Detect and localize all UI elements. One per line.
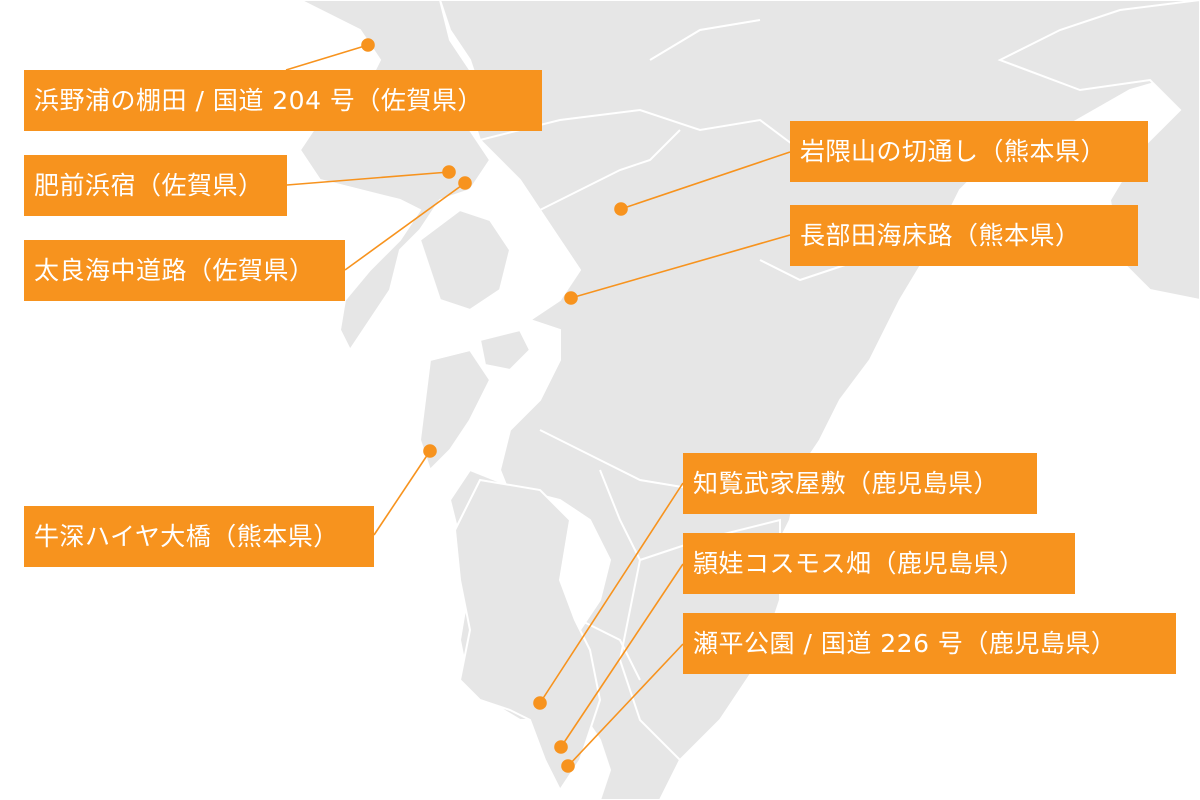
location-label-tara[interactable]: 太良海中道路（佐賀県）: [24, 240, 345, 301]
land-shimabara: [418, 208, 512, 312]
location-marker[interactable]: [554, 740, 568, 754]
location-label-chiran[interactable]: 知覧武家屋敷（鹿児島県）: [683, 453, 1037, 514]
leader-line: [539, 482, 684, 704]
location-marker[interactable]: [423, 444, 437, 458]
location-label-hamanoura[interactable]: 浜野浦の棚田 / 国道 204 号（佐賀県）: [24, 70, 542, 131]
location-label-iwakumayama[interactable]: 岩隈山の切通し（熊本県）: [790, 121, 1148, 182]
leader-line: [373, 450, 431, 536]
location-marker[interactable]: [614, 202, 628, 216]
location-label-sebira[interactable]: 瀬平公園 / 国道 226 号（鹿児島県）: [683, 613, 1176, 674]
location-label-ei[interactable]: 頴娃コスモス畑（鹿児島県）: [683, 533, 1075, 594]
location-marker[interactable]: [458, 176, 472, 190]
leader-line: [620, 151, 791, 210]
location-label-nagabeta[interactable]: 長部田海床路（熊本県）: [790, 205, 1138, 266]
location-marker[interactable]: [561, 759, 575, 773]
land-satsuma: [453, 478, 602, 792]
leader-lines: [285, 38, 791, 773]
location-marker[interactable]: [442, 165, 456, 179]
location-marker[interactable]: [361, 38, 375, 52]
land-amakusa-north: [478, 328, 532, 372]
location-marker[interactable]: [533, 696, 547, 710]
location-marker[interactable]: [564, 291, 578, 305]
location-label-ushibuka[interactable]: 牛深ハイヤ大橋（熊本県）: [24, 506, 374, 567]
location-label-hizen-hamashuku[interactable]: 肥前浜宿（佐賀県）: [24, 155, 287, 216]
leader-line: [560, 563, 684, 748]
leader-line: [286, 171, 450, 186]
leader-line: [344, 182, 466, 271]
leader-line: [285, 44, 369, 71]
leader-line: [567, 643, 684, 767]
land-amakusa: [418, 348, 492, 472]
leader-line: [570, 234, 791, 299]
